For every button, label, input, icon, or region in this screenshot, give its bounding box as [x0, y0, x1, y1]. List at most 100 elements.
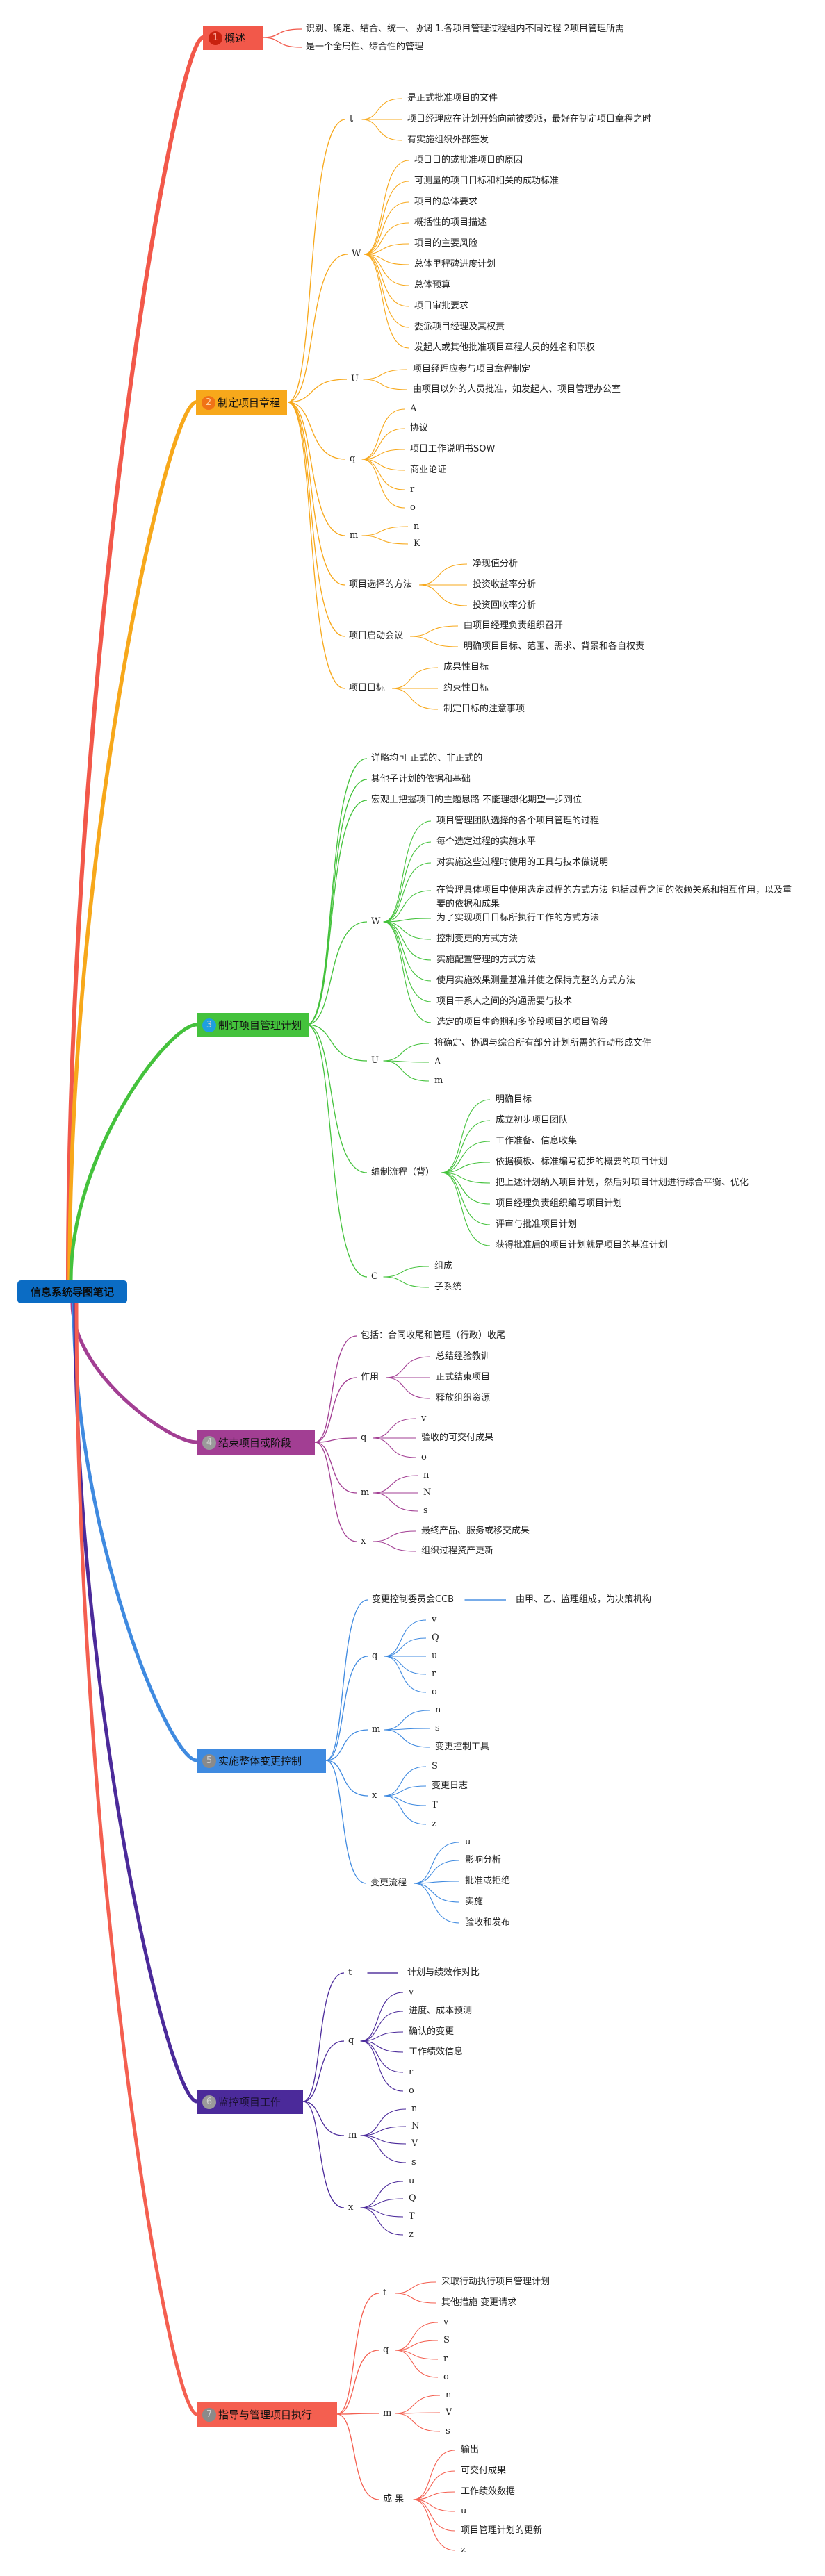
leaf-topic[interactable]: 有实施组织外部签发 — [407, 135, 489, 145]
leaf-topic[interactable]: v — [432, 1615, 437, 1625]
leaf-topic[interactable]: 项目管理计划的更新 — [461, 2525, 543, 2536]
leaf-topic[interactable]: 实施配置管理的方式方法 — [436, 955, 537, 965]
subtopic[interactable]: 识别、确定、结合、统一、协调 1.各项目管理过程组内不同过程 2项目管理所需 — [306, 24, 624, 34]
leaf-topic[interactable]: 由甲、乙、监理组成，为决策机构 — [516, 1594, 652, 1605]
leaf-topic[interactable]: 采取行动执行项目管理计划 — [441, 2277, 550, 2287]
leaf-topic[interactable]: 总体里程碑进度计划 — [414, 259, 496, 270]
leaf-topic[interactable]: 组织过程资产更新 — [421, 1546, 494, 1556]
leaf-topic[interactable]: r — [443, 2354, 448, 2364]
leaf-topic[interactable]: 评审与批准项目计划 — [496, 1219, 578, 1230]
leaf-topic[interactable]: 商业论证 — [410, 465, 447, 475]
subtopic[interactable]: 详略均可 正式的、非正式的 — [371, 753, 483, 763]
leaf-topic[interactable]: 使用实施效果测量基准并使之保持完整的方式方法 — [436, 975, 636, 986]
leaf-topic[interactable]: A — [434, 1057, 441, 1067]
leaf-topic[interactable]: 工作绩效信息 — [409, 2047, 464, 2057]
leaf-topic[interactable]: 成果性目标 — [443, 662, 489, 672]
leaf-topic[interactable]: A — [410, 404, 417, 414]
leaf-topic[interactable]: 计划与绩效作对比 — [407, 1967, 480, 1978]
leaf-topic[interactable]: 组成 — [434, 1261, 453, 1271]
subtopic[interactable]: q — [372, 1651, 378, 1661]
leaf-topic[interactable]: u — [465, 1837, 471, 1847]
leaf-topic[interactable]: S — [443, 2335, 450, 2345]
subtopic[interactable]: q — [361, 1433, 367, 1443]
subtopic[interactable]: m — [383, 2408, 392, 2418]
leaf-topic[interactable]: 把上述计划纳入项目计划，然后对项目计划进行综合平衡、优化 — [496, 1178, 749, 1188]
leaf-topic[interactable]: 将确定、协调与综合所有部分计划所需的行动形成文件 — [434, 1038, 652, 1048]
leaf-topic[interactable]: 明确目标 — [496, 1094, 532, 1105]
leaf-topic[interactable]: 工作准备、信息收集 — [496, 1136, 578, 1146]
leaf-topic[interactable]: 进度、成本预测 — [409, 2006, 473, 2016]
subtopic[interactable]: W — [371, 916, 381, 927]
leaf-topic[interactable]: 影响分析 — [465, 1855, 502, 1865]
leaf-topic[interactable]: 项目经理负责组织编写项目计划 — [496, 1198, 623, 1209]
leaf-topic[interactable]: 最终产品、服务或移交成果 — [421, 1526, 530, 1536]
leaf-topic[interactable]: 输出 — [461, 2445, 480, 2455]
leaf-topic[interactable]: v — [421, 1413, 427, 1423]
leaf-topic[interactable]: o — [421, 1452, 427, 1462]
leaf-topic[interactable]: Q — [432, 1633, 439, 1643]
subtopic[interactable]: 是一个全局性、综合性的管理 — [306, 42, 424, 52]
leaf-topic[interactable]: N — [411, 2121, 420, 2131]
leaf-topic[interactable]: u — [409, 2176, 415, 2186]
leaf-topic[interactable]: 为了实现项目目标所执行工作的方式方法 — [436, 913, 600, 923]
leaf-topic[interactable]: 概括性的项目描述 — [414, 217, 487, 228]
leaf-topic[interactable]: 由项目经理负责组织召开 — [464, 620, 564, 631]
subtopic[interactable]: m — [361, 1487, 370, 1498]
leaf-topic[interactable]: 投资回收率分析 — [473, 600, 537, 611]
leaf-topic[interactable]: 总体预算 — [414, 280, 451, 290]
leaf-topic[interactable]: r — [432, 1669, 436, 1679]
leaf-topic[interactable]: s — [435, 1723, 440, 1733]
leaf-topic[interactable]: n — [423, 1470, 430, 1480]
leaf-topic[interactable]: n — [435, 1705, 441, 1715]
subtopic[interactable]: x — [372, 1790, 377, 1801]
leaf-topic[interactable]: 变更日志 — [432, 1781, 468, 1791]
leaf-topic[interactable]: 项目干系人之间的沟通需要与技术 — [436, 996, 573, 1007]
leaf-topic[interactable]: 其他措施 变更请求 — [441, 2297, 517, 2308]
subtopic[interactable]: 项目目标 — [349, 683, 386, 693]
subtopic[interactable]: x — [348, 2202, 354, 2213]
subtopic[interactable]: 成 果 — [383, 2494, 405, 2504]
leaf-topic[interactable]: 投资收益率分析 — [473, 579, 537, 590]
leaf-topic[interactable]: 是正式批准项目的文件 — [407, 93, 498, 104]
subtopic[interactable]: t — [383, 2288, 387, 2298]
leaf-topic[interactable]: 由项目以外的人员批准，如发起人、项目管理办公室 — [413, 384, 621, 395]
leaf-topic[interactable]: n — [414, 521, 420, 531]
leaf-topic[interactable]: 委派项目经理及其权责 — [414, 322, 505, 332]
subtopic[interactable]: U — [371, 1055, 379, 1066]
leaf-topic[interactable]: N — [423, 1487, 432, 1498]
leaf-topic[interactable]: u — [432, 1651, 438, 1661]
leaf-topic[interactable]: 获得批准后的项目计划就是项目的基准计划 — [496, 1240, 668, 1250]
leaf-topic[interactable]: s — [446, 2426, 450, 2436]
leaf-topic[interactable]: 释放组织资源 — [436, 1393, 491, 1403]
subtopic[interactable]: 宏观上把握项目的主题思路 不能理想化期望一步到位 — [371, 795, 582, 805]
subtopic[interactable]: 作用 — [361, 1372, 379, 1382]
subtopic[interactable]: q — [350, 454, 356, 464]
leaf-topic[interactable]: 验收和发布 — [465, 1917, 511, 1928]
leaf-topic[interactable]: 在管理具体项目中使用选定过程的方式方法 包括过程之间的依赖关系和相互作用，以及重… — [436, 885, 792, 909]
leaf-topic[interactable]: s — [423, 1505, 428, 1516]
leaf-topic[interactable]: K — [414, 538, 420, 549]
leaf-topic[interactable]: 协议 — [410, 423, 429, 434]
leaf-topic[interactable]: 选定的项目生命期和多阶段项目的项目阶段 — [436, 1017, 609, 1027]
leaf-topic[interactable]: V — [411, 2138, 418, 2149]
subtopic[interactable]: U — [351, 374, 359, 384]
subtopic[interactable]: 编制流程（背） — [371, 1167, 435, 1178]
subtopic[interactable]: q — [348, 2036, 354, 2046]
subtopic[interactable]: m — [348, 2130, 357, 2140]
leaf-topic[interactable]: 项目管理团队选择的各个项目管理的过程 — [436, 816, 600, 826]
leaf-topic[interactable]: 项目的主要风险 — [414, 238, 478, 249]
leaf-topic[interactable]: 实施 — [465, 1897, 484, 1907]
subtopic[interactable]: 其他子计划的依据和基础 — [371, 774, 471, 784]
leaf-topic[interactable]: 明确项目目标、范围、需求、背景和各自权责 — [464, 641, 645, 652]
subtopic[interactable]: W — [352, 249, 361, 259]
leaf-topic[interactable]: v — [409, 1987, 414, 1997]
leaf-topic[interactable]: 项目经理应参与项目章程制定 — [413, 364, 531, 374]
leaf-topic[interactable]: 可测量的项目目标和相关的成功标准 — [414, 176, 559, 186]
leaf-topic[interactable]: 制定目标的注意事项 — [443, 704, 525, 714]
leaf-topic[interactable]: 对实施这些过程时使用的工具与技术做说明 — [436, 857, 609, 868]
leaf-topic[interactable]: o — [432, 1687, 437, 1697]
leaf-topic[interactable]: z — [432, 1819, 436, 1829]
